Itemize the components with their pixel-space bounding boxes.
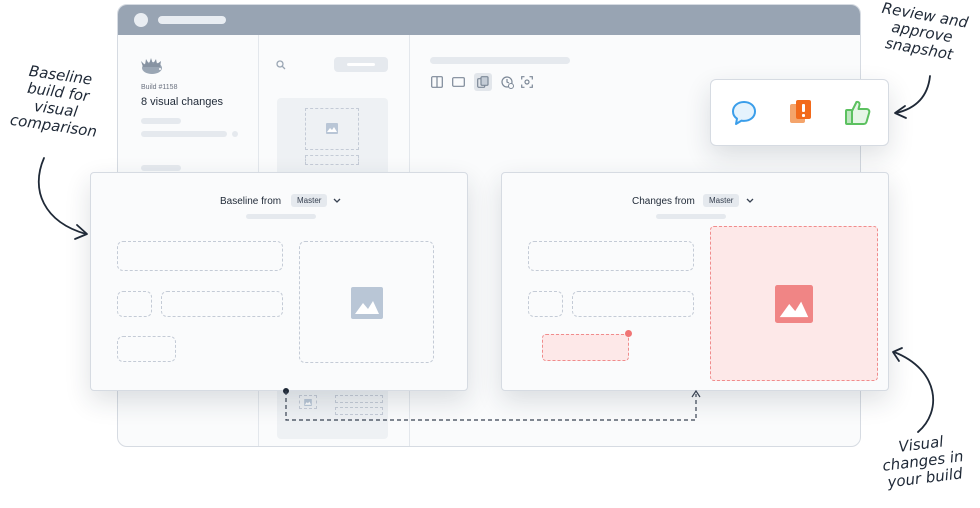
- changes-branch-dropdown[interactable]: Master: [703, 194, 740, 207]
- thumbnail-text-frame: [305, 155, 359, 165]
- changed-button-block: [542, 334, 629, 361]
- sidebar-skeleton-dot: [232, 131, 238, 137]
- baseline-input-block: [161, 291, 283, 317]
- diff-view-icon: [477, 76, 489, 88]
- build-title: 8 visual changes: [141, 96, 223, 108]
- baseline-annotation: Baseline build for visual comparison: [8, 61, 99, 141]
- history-icon[interactable]: [501, 76, 514, 89]
- build-number: Build #1158: [141, 84, 178, 91]
- window-titlebar: [118, 5, 860, 35]
- changes-subtitle-skeleton: [656, 214, 726, 219]
- chevron-down-icon[interactable]: [746, 198, 754, 204]
- filter-button[interactable]: [334, 57, 388, 72]
- changes-input-block: [572, 291, 694, 317]
- image-icon: [351, 287, 383, 319]
- changes-label: Changes from: [632, 196, 695, 207]
- image-icon: [775, 285, 813, 323]
- focus-icon[interactable]: [521, 76, 533, 88]
- baseline-small-block: [117, 291, 152, 317]
- flag-icon[interactable]: [788, 98, 814, 126]
- image-icon: [304, 399, 312, 406]
- baseline-label: Baseline from: [220, 196, 282, 207]
- review-toolbar: [710, 79, 889, 146]
- hedgehog-logo-icon: [141, 58, 162, 74]
- sidebar-skeleton-line: [141, 118, 181, 124]
- window-title-placeholder: [158, 16, 226, 24]
- chevron-down-icon[interactable]: [333, 198, 341, 204]
- change-indicator-dot: [625, 330, 632, 337]
- search-icon[interactable]: [276, 60, 286, 70]
- sidebar-skeleton-line: [141, 165, 181, 171]
- baseline-text-block: [117, 241, 283, 271]
- changed-image-frame: [710, 226, 878, 381]
- thumbnail-text-frame: [335, 407, 383, 415]
- image-icon: [326, 123, 338, 134]
- diff-view-button[interactable]: [474, 73, 492, 91]
- snapshot-thumbnail[interactable]: [277, 387, 388, 439]
- baseline-image-frame: [299, 241, 434, 363]
- changes-small-block: [528, 291, 563, 317]
- changes-text-block: [528, 241, 694, 271]
- baseline-subtitle-skeleton: [246, 214, 316, 219]
- baseline-button-block: [117, 336, 176, 362]
- thumbnail-image-frame: [299, 395, 317, 409]
- snapshot-thumbnail[interactable]: [277, 98, 388, 178]
- thumbnail-text-frame: [335, 395, 383, 403]
- single-view-icon[interactable]: [452, 77, 465, 87]
- baseline-branch-dropdown[interactable]: Master: [291, 194, 328, 207]
- changes-panel: Changes from Master: [501, 172, 889, 391]
- snapshot-title-skeleton: [430, 57, 570, 64]
- thumbs-up-icon[interactable]: [844, 99, 872, 126]
- sidebar-skeleton-line: [141, 131, 227, 137]
- window-dot: [134, 13, 148, 27]
- comment-icon[interactable]: [731, 100, 757, 126]
- thumbnail-image-frame: [305, 108, 359, 150]
- baseline-panel: Baseline from Master: [90, 172, 468, 391]
- split-view-icon[interactable]: [431, 76, 443, 88]
